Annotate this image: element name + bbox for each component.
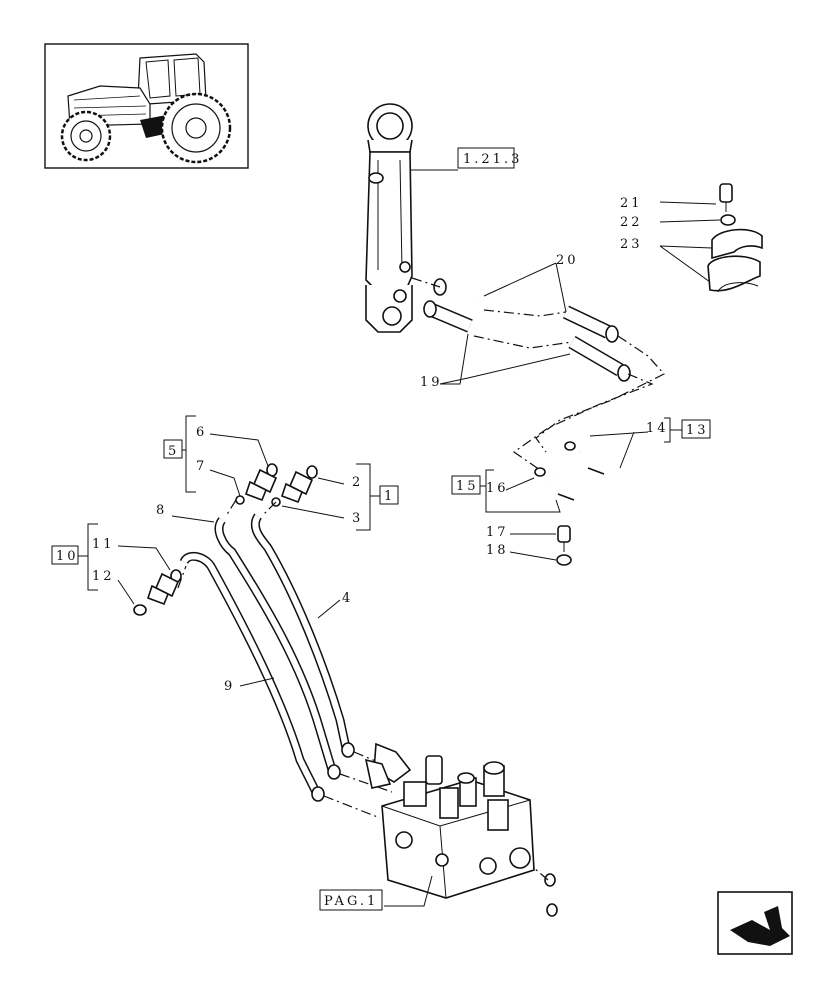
callout-19: 19 xyxy=(420,375,443,390)
callout-9: 9 xyxy=(224,679,235,694)
ref-box-1 xyxy=(379,485,399,505)
ref-label-5: 5 xyxy=(168,444,179,459)
lift-cylinder xyxy=(365,103,413,333)
control-valve xyxy=(364,742,535,899)
tractor-thumbnail-icon xyxy=(44,43,249,169)
callout-20: 20 xyxy=(556,253,579,268)
callout-7: 7 xyxy=(196,459,207,474)
callout-16: 16 xyxy=(486,481,509,496)
rigid-pipe-16 xyxy=(534,467,715,887)
ref-box-1-21-3 xyxy=(457,147,515,169)
coupler-right xyxy=(271,465,318,507)
ref-box-13 xyxy=(681,419,711,439)
callout-8: 8 xyxy=(156,503,167,518)
callout-14: 14 xyxy=(646,421,669,436)
ref-label-pag-1: PAG.1 xyxy=(324,894,378,909)
ref-box-pag-1 xyxy=(319,889,383,911)
rigid-pipe-14 xyxy=(546,441,743,917)
cylinder-hose-19-lower xyxy=(568,335,631,382)
callout-11: 11 xyxy=(92,537,115,552)
callout-6: 6 xyxy=(196,425,207,440)
ref-label-13: 13 xyxy=(686,423,709,438)
coupler-left xyxy=(235,463,278,505)
cylinder-hose-19-upper xyxy=(423,300,473,333)
ref-label-1-21-3: 1.21.3 xyxy=(463,152,522,167)
cylinder-hose-20-upper xyxy=(433,278,482,308)
ref-label-10: 10 xyxy=(56,549,79,564)
ref-label-1: 1 xyxy=(384,489,395,504)
callout-4: 4 xyxy=(342,591,353,606)
coupler-lower-left xyxy=(133,569,182,616)
washer-18 xyxy=(556,554,572,566)
callout-21: 21 xyxy=(620,196,643,211)
callout-3: 3 xyxy=(352,511,363,526)
ref-box-15 xyxy=(451,475,481,495)
hose-8 xyxy=(214,517,341,780)
bolt-17 xyxy=(557,525,571,552)
callout-18: 18 xyxy=(486,543,509,558)
callout-17: 17 xyxy=(486,525,509,540)
callout-12: 12 xyxy=(92,569,115,584)
hose-9 xyxy=(179,551,325,802)
ref-box-5 xyxy=(163,439,183,459)
callout-22: 22 xyxy=(620,215,643,230)
callout-2: 2 xyxy=(352,475,363,490)
ref-label-15: 15 xyxy=(456,479,479,494)
cylinder-hose-20-lower xyxy=(562,305,619,343)
next-page-arrow-icon[interactable] xyxy=(717,891,793,955)
hose-4 xyxy=(250,513,355,758)
clamp-assembly xyxy=(707,183,763,293)
ref-box-10 xyxy=(51,545,79,565)
callout-23: 23 xyxy=(620,237,643,252)
